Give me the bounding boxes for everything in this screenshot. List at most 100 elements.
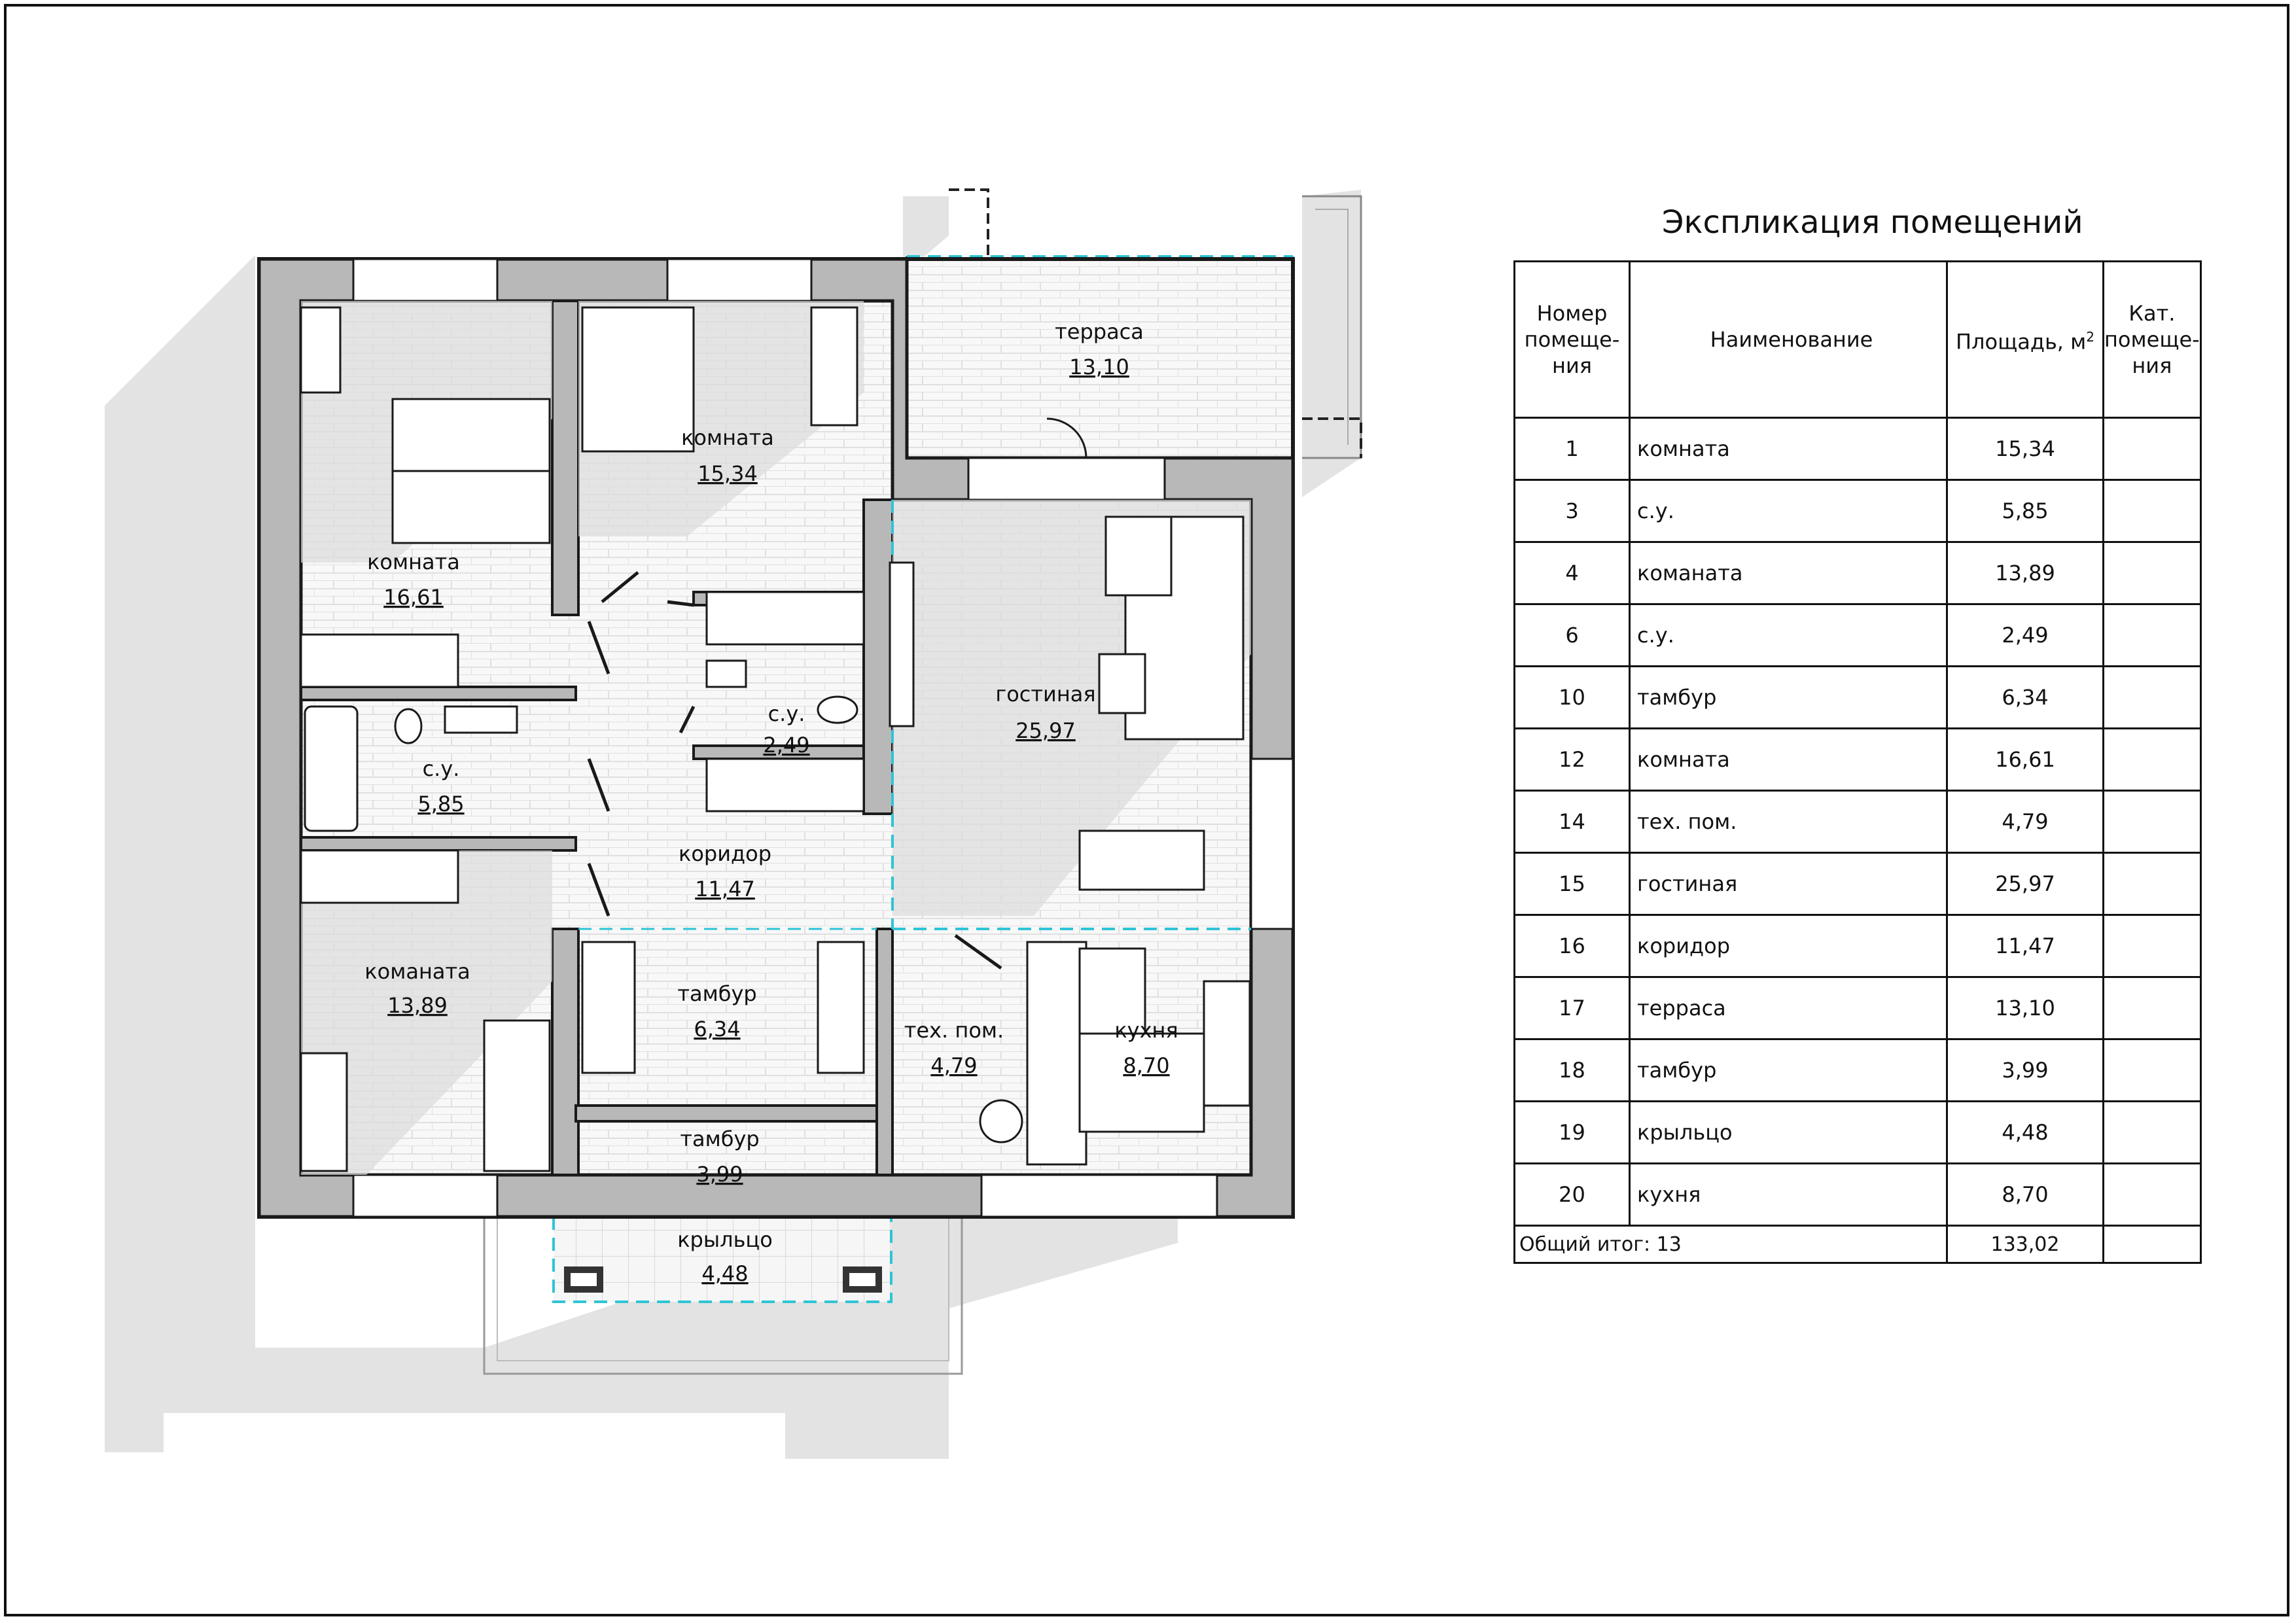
row-category: [2102, 665, 2202, 729]
row-area: 13,10: [1946, 976, 2104, 1040]
row-area: 4,79: [1946, 790, 2104, 854]
room-name-porch: крыльцо: [677, 1227, 773, 1252]
porch: [483, 1217, 963, 1375]
row-category: [2102, 976, 2202, 1040]
row-number: 4: [1513, 541, 1631, 605]
row-area: 16,61: [1946, 727, 2104, 792]
row-name: команата: [1629, 541, 1948, 605]
row-name: комната: [1629, 417, 1948, 481]
room-area-living: 25,97: [1016, 718, 1076, 743]
room-name-living: гостиная: [995, 682, 1095, 707]
row-name: комната: [1629, 727, 1948, 792]
room-name-kitchen: кухня: [1114, 1018, 1178, 1043]
row-number: 17: [1513, 976, 1631, 1040]
row-name: крыльцо: [1629, 1100, 1948, 1164]
row-area: 4,48: [1946, 1100, 2104, 1164]
row-number: 3: [1513, 479, 1631, 543]
explication-title: Экспликация помещений: [1662, 204, 2083, 241]
header-area-text: Площадь, м: [1955, 329, 2087, 355]
room-area-tech: 4,79: [930, 1053, 977, 1078]
header-category: Кат. помеще-ния: [2102, 260, 2202, 419]
table-header-row: Номер помеще-ния Наименование Площадь, м…: [1513, 260, 2202, 419]
row-number: 18: [1513, 1038, 1631, 1102]
row-category: [2102, 1100, 2202, 1164]
row-category: [2102, 417, 2202, 481]
row-area: 5,85: [1946, 479, 2104, 543]
row-number: 1: [1513, 417, 1631, 481]
row-category: [2102, 1162, 2202, 1227]
row-category: [2102, 790, 2202, 854]
row-name: кухня: [1629, 1162, 1948, 1227]
row-number: 20: [1513, 1162, 1631, 1227]
row-number: 12: [1513, 727, 1631, 792]
row-number: 6: [1513, 603, 1631, 667]
row-name: коридор: [1629, 914, 1948, 978]
total-label: Общий итог: 13: [1513, 1225, 1948, 1264]
room-area-kitchen: 8,70: [1123, 1053, 1169, 1078]
total-category: [2102, 1225, 2202, 1264]
room-area-corridor: 11,47: [695, 877, 755, 901]
room-name-vest18: тамбур: [680, 1126, 759, 1151]
room-area-terrace: 13,10: [1069, 355, 1129, 379]
row-name: тамбур: [1629, 665, 1948, 729]
room-area-wc3: 5,85: [417, 792, 464, 816]
row-area: 13,89: [1946, 541, 2104, 605]
row-category: [2102, 852, 2202, 916]
row-number: 10: [1513, 665, 1631, 729]
row-name: тех. пом.: [1629, 790, 1948, 854]
room-area-vestibule: 6,34: [694, 1017, 740, 1041]
room-name-terrace: терраса: [1055, 319, 1144, 344]
row-number: 15: [1513, 852, 1631, 916]
room-area-wc6: 2,49: [763, 733, 809, 758]
furniture: [300, 306, 1251, 1172]
row-number: 19: [1513, 1100, 1631, 1164]
room-area-porch: 4,48: [701, 1261, 748, 1286]
row-category: [2102, 1038, 2202, 1102]
row-category: [2102, 914, 2202, 978]
room-name-room12: комната: [367, 550, 460, 574]
room-area-vest18: 3,99: [696, 1162, 743, 1187]
room-name-vestibule: тамбур: [677, 981, 756, 1006]
total-area: 133,02: [1946, 1225, 2104, 1264]
row-number: 14: [1513, 790, 1631, 854]
room-name-tech: тех. пом.: [904, 1018, 1004, 1043]
room-name-room1: комната: [681, 425, 774, 450]
row-area: 6,34: [1946, 665, 2104, 729]
row-name: гостиная: [1629, 852, 1948, 916]
row-category: [2102, 727, 2202, 792]
row-category: [2102, 603, 2202, 667]
room-labels: терраса 13,10 комната 15,34 комната 16,6…: [364, 319, 1178, 1286]
explication-table: Номер помеще-ния Наименование Площадь, м…: [1513, 260, 2202, 1264]
row-category: [2102, 479, 2202, 543]
header-name: Наименование: [1629, 260, 1948, 419]
header-area-sup: 2: [2086, 329, 2095, 345]
row-area: 25,97: [1946, 852, 2104, 916]
row-name: с.у.: [1629, 479, 1948, 543]
row-category: [2102, 541, 2202, 605]
row-name: с.у.: [1629, 603, 1948, 667]
row-area: 2,49: [1946, 603, 2104, 667]
row-name: терраса: [1629, 976, 1948, 1040]
room-name-wc3: с.у.: [423, 756, 460, 781]
room-name-corridor: коридор: [679, 841, 771, 866]
room-name-wc6: с.у.: [768, 701, 805, 726]
header-area: Площадь, м2: [1946, 260, 2104, 419]
row-name: тамбур: [1629, 1038, 1948, 1102]
doors: [587, 417, 1087, 970]
row-number: 16: [1513, 914, 1631, 978]
